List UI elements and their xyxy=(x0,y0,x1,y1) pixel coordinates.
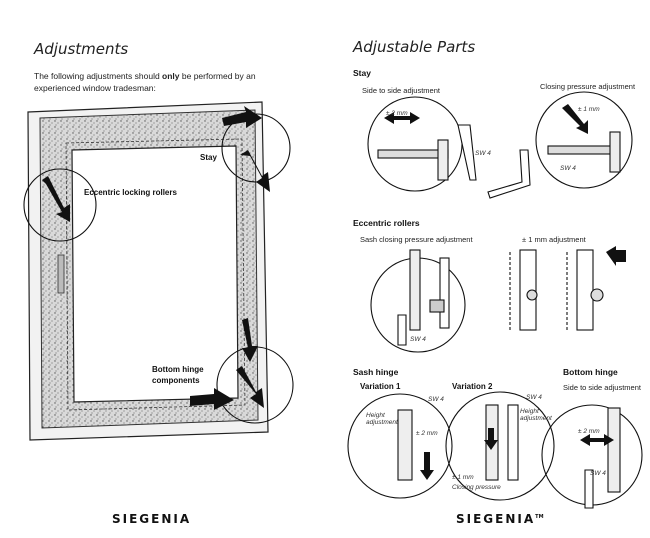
bottom-hinge-label-1: Bottom hinge xyxy=(152,365,204,374)
eccentric-callout-circle xyxy=(23,168,97,242)
siegenia-logo-left: SIEGENIA xyxy=(112,512,192,526)
sash-sw4-a: SW 4 xyxy=(428,396,444,403)
sash-height-adj-b: Height adjustment xyxy=(520,408,552,422)
left-intro-text: The following adjustments should only be… xyxy=(34,70,274,94)
stay-callout-label: Stay xyxy=(200,153,217,162)
stay-side-to-side-label: Side to side adjustment xyxy=(362,86,440,95)
eccentric-heading: Eccentric rollers xyxy=(353,218,420,228)
left-page-title: Adjustments xyxy=(34,40,129,58)
bottom-hinge-heading: Bottom hinge xyxy=(563,367,618,377)
intro-suffix: be performed by an experienced window tr… xyxy=(34,71,256,93)
eccentric-mm-label: ± 1 mm adjustment xyxy=(522,235,586,244)
intro-bold: only xyxy=(162,71,180,81)
stay-sw4-a: SW 4 xyxy=(475,150,491,157)
sash-height-adj-a: Height adjustment xyxy=(366,412,398,426)
stay-pressure-circle xyxy=(535,91,633,189)
bottom-hinge-side-label: Side to side adjustment xyxy=(563,383,641,392)
siegenia-logo-tm: TM xyxy=(535,514,544,520)
intro-prefix: The following adjustments should xyxy=(34,71,163,81)
adjust-arrows xyxy=(42,106,270,410)
sash-tol-1mm: ± 1 mm xyxy=(452,474,474,481)
right-page-title: Adjustable Parts xyxy=(353,38,476,56)
siegenia-logo-right-text: SIEGENIA xyxy=(456,512,536,526)
stay-sw4-b: SW 4 xyxy=(560,165,576,172)
adjustable-parts-arrows xyxy=(384,104,626,480)
sash-sw4-b: SW 4 xyxy=(526,394,542,401)
eccentric-sash-closing-label: Sash closing pressure adjustment xyxy=(360,235,473,244)
stay-tol-1mm: ± 1 mm xyxy=(578,106,600,113)
sash-tol-2mm: ± 2 mm xyxy=(416,430,438,437)
sash-hinge-circle-2 xyxy=(445,391,555,501)
eccentric-callout-label: Eccentric locking rollers xyxy=(84,188,177,197)
eccentric-sw4: SW 4 xyxy=(410,336,426,343)
bottom-hinge-tol-2mm: ± 2 mm xyxy=(578,428,600,435)
stay-tol-2mm: ± 2 mm xyxy=(386,110,408,117)
bottom-hinge-sw4: SW 4 xyxy=(590,470,606,477)
window-frame xyxy=(27,101,269,441)
variation-1-label: Variation 1 xyxy=(360,382,401,391)
bottom-hinge-label-2: components xyxy=(152,376,200,385)
siegenia-logo-right: SIEGENIATM xyxy=(456,512,544,526)
stay-closing-pressure-label: Closing pressure adjustment xyxy=(540,82,636,91)
variation-2-label: Variation 2 xyxy=(452,382,493,391)
sash-closing-pressure: Closing pressure xyxy=(452,484,501,491)
stay-heading: Stay xyxy=(353,68,371,78)
sash-hinge-heading: Sash hinge xyxy=(353,367,399,377)
sash-hinge-circle-1 xyxy=(347,393,453,499)
